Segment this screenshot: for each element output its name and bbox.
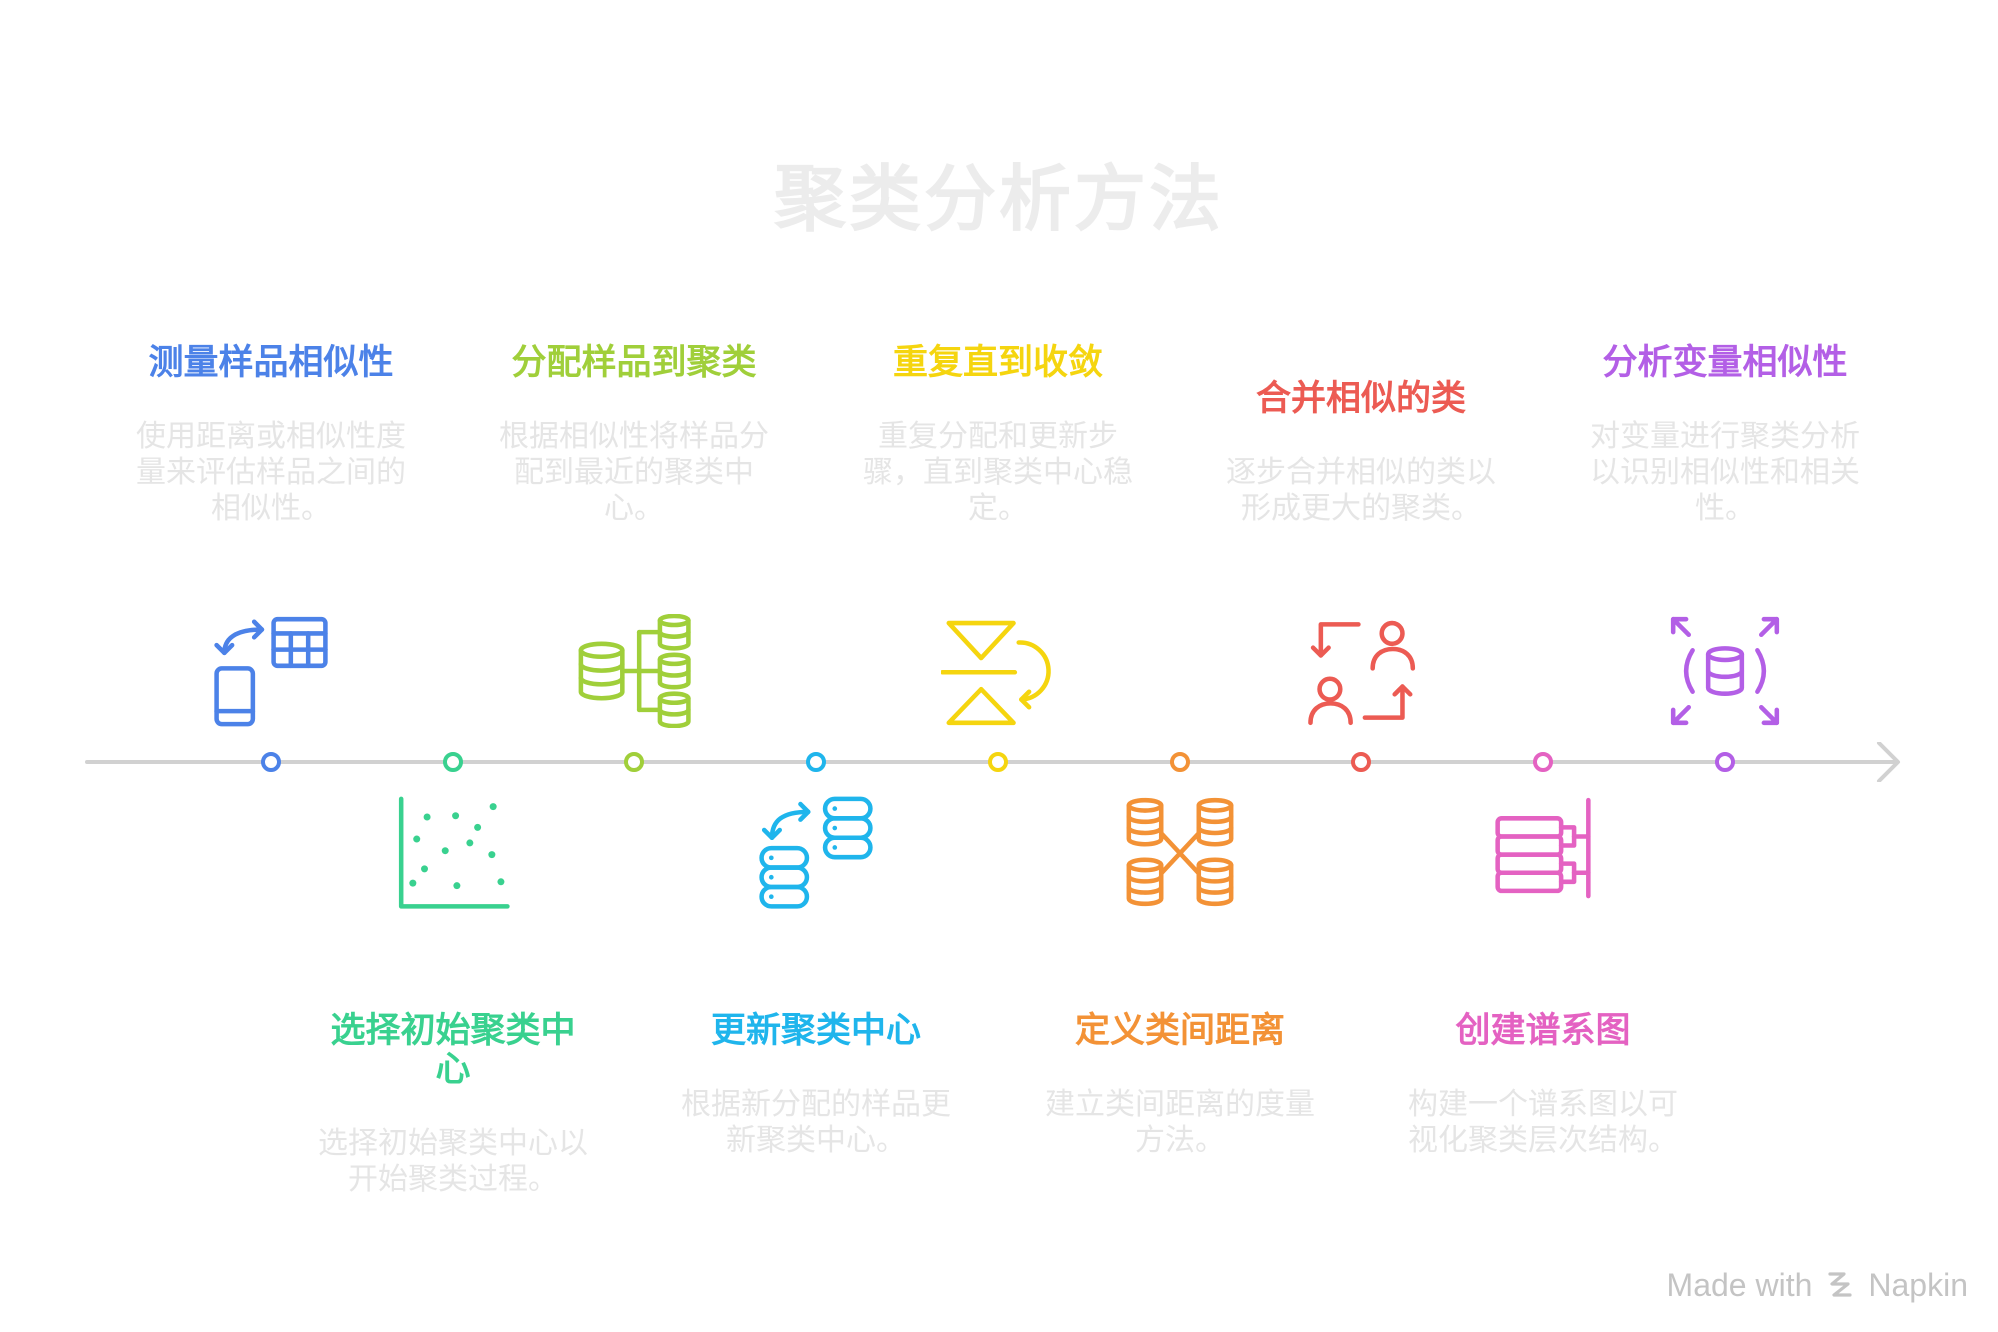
database-branch-icon (577, 614, 691, 728)
users-merge-icon (1304, 614, 1418, 728)
step-description: 对变量进行聚类分析以识别相似性和相关性。 (1590, 419, 1860, 526)
timeline-node (443, 752, 463, 772)
timeline-node (1533, 752, 1553, 772)
database-network-icon (1123, 795, 1237, 909)
step-title: 分配样品到聚类 (511, 343, 757, 383)
step-title: 重复直到收敛 (892, 343, 1103, 383)
database-sync-icon (759, 795, 873, 909)
step-title: 创建谱系图 (1455, 1011, 1631, 1051)
made-with-label: Made with (1666, 1266, 1813, 1303)
timeline-node (1170, 752, 1190, 772)
step-label: 测量样品相似性 使用距离或相似性度量来评估样品之间的相似性。 (133, 344, 409, 527)
step-label: 创建谱系图 构建一个谱系图以可视化聚类层次结构。 (1405, 1012, 1681, 1159)
step-label: 合并相似的类 逐步合并相似的类以形成更大的聚类。 (1223, 380, 1499, 527)
napkin-logo-icon (1824, 1269, 1856, 1301)
step-title: 选择初始聚类中心 (330, 1011, 576, 1090)
step-title: 合并相似的类 (1255, 379, 1466, 419)
step-label: 分析变量相似性 对变量进行聚类分析以识别相似性和相关性。 (1587, 344, 1863, 527)
step-label: 定义类间距离 建立类间距离的度量方法。 (1042, 1012, 1318, 1159)
timeline-arrowhead (1877, 742, 1900, 782)
converge-repeat-icon (941, 614, 1055, 728)
timeline-node (1351, 752, 1371, 772)
scatter-plot-icon (396, 795, 510, 909)
timeline-node (261, 752, 281, 772)
dendrogram-icon (1486, 795, 1600, 909)
timeline-node (1715, 752, 1735, 772)
step-label: 更新聚类中心 根据新分配的样品更新聚类中心。 (678, 1012, 954, 1159)
step-description: 选择初始聚类中心以开始聚类过程。 (318, 1126, 588, 1197)
step-title: 定义类间距离 (1074, 1011, 1285, 1051)
step-title: 更新聚类中心 (710, 1011, 921, 1051)
page-title: 聚类分析方法 (773, 157, 1224, 241)
step-label: 选择初始聚类中心 选择初始聚类中心以开始聚类过程。 (315, 1012, 591, 1198)
database-expand-icon (1668, 614, 1782, 728)
step-label: 重复直到收敛 重复分配和更新步骤，直到聚类中心稳定。 (860, 344, 1136, 527)
step-description: 逐步合并相似的类以形成更大的聚类。 (1226, 455, 1496, 526)
step-description: 构建一个谱系图以可视化聚类层次结构。 (1408, 1087, 1678, 1158)
step-label: 分配样品到聚类 根据相似性将样品分配到最近的聚类中心。 (496, 344, 772, 527)
napkin-watermark: Made with Napkin (1667, 1265, 1968, 1305)
step-description: 根据相似性将样品分配到最近的聚类中心。 (499, 419, 769, 526)
step-description: 根据新分配的样品更新聚类中心。 (681, 1087, 951, 1158)
step-title: 分析变量相似性 (1602, 343, 1848, 383)
step-description: 使用距离或相似性度量来评估样品之间的相似性。 (136, 419, 406, 526)
step-description: 重复分配和更新步骤，直到聚类中心稳定。 (863, 419, 1133, 526)
step-description: 建立类间距离的度量方法。 (1045, 1087, 1315, 1158)
step-title: 测量样品相似性 (148, 343, 394, 383)
napkin-brand-label: Napkin (1868, 1266, 1968, 1303)
timeline-node (806, 752, 826, 772)
mobile-calculator-sync-icon (214, 614, 328, 728)
timeline-node (988, 752, 1008, 772)
timeline-node (624, 752, 644, 772)
